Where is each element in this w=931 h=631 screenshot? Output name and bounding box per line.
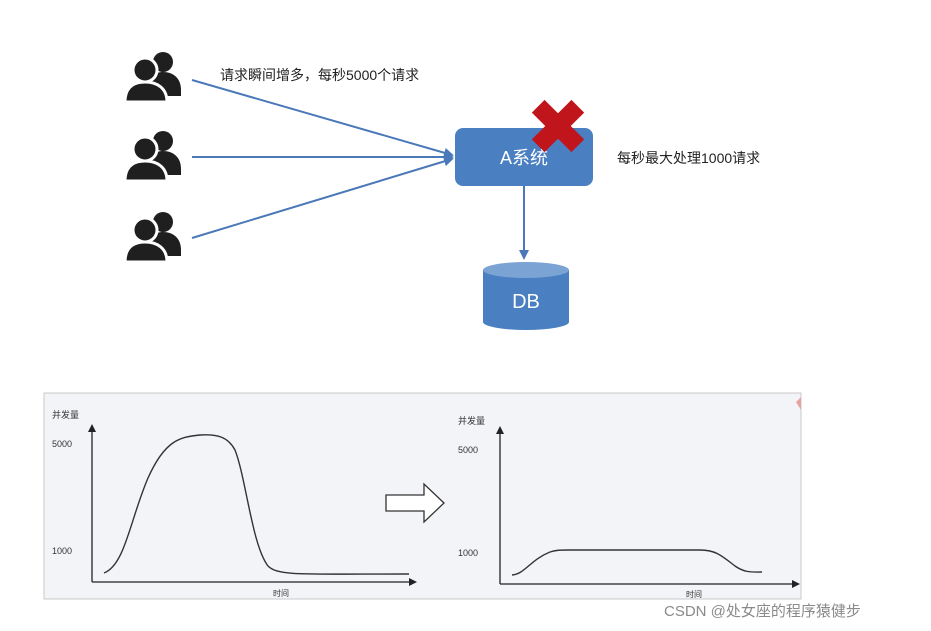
capacity-label: 每秒最大处理1000请求 bbox=[617, 150, 760, 166]
right-ylabel: 并发量 bbox=[458, 415, 485, 426]
user-group-icon-1 bbox=[123, 50, 183, 104]
right-ytick-1000: 1000 bbox=[458, 548, 478, 558]
db-label: DB bbox=[512, 291, 540, 313]
request-arrow-1 bbox=[191, 79, 454, 158]
left-ylabel: 并发量 bbox=[52, 409, 79, 420]
user-group-icon-2 bbox=[123, 129, 183, 183]
right-ytick-5000: 5000 bbox=[458, 445, 478, 455]
user-group-icon-3 bbox=[123, 210, 183, 264]
system-label: A系统 bbox=[500, 148, 548, 168]
system-box bbox=[455, 128, 593, 186]
request-arrow-3 bbox=[191, 156, 454, 239]
left-ytick-5000: 5000 bbox=[52, 439, 72, 449]
request-label: 请求瞬间增多，每秒5000个请求 bbox=[220, 67, 419, 83]
left-xlabel: 时间 bbox=[273, 588, 289, 598]
right-xlabel: 时间 bbox=[686, 589, 702, 599]
panel-corner-mark bbox=[796, 397, 801, 410]
chart-panel bbox=[43, 392, 802, 600]
watermark: CSDN @处女座的程序猿健步 bbox=[664, 603, 861, 620]
left-ytick-1000: 1000 bbox=[52, 546, 72, 556]
x-mark-icon bbox=[531, 99, 585, 153]
left-chart: 并发量 5000 1000 时间 bbox=[52, 409, 417, 598]
left-curve bbox=[103, 434, 410, 575]
right-chart: 并发量 5000 1000 时间 bbox=[458, 415, 800, 599]
right-curve bbox=[511, 549, 763, 576]
right-arrow-icon bbox=[385, 482, 445, 524]
database-icon bbox=[483, 262, 569, 330]
